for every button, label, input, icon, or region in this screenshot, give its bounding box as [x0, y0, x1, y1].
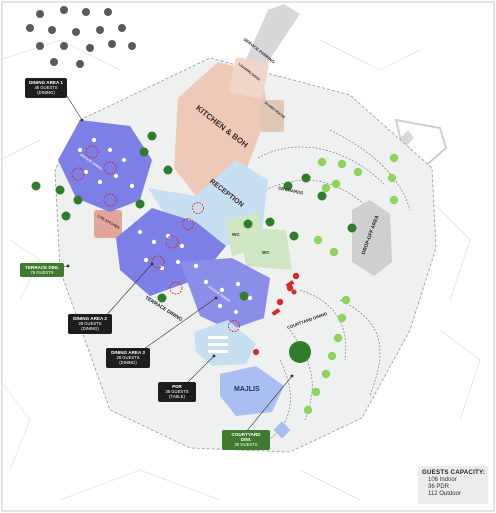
dining-tables: [77, 137, 253, 315]
guest-capacity-title: GUESTS CAPACITY:: [422, 469, 486, 476]
label-wc-2: WC: [262, 250, 270, 255]
callout-dining-area-2-title: DINING AREA 2: [73, 316, 107, 321]
callout-terrace-dining-title: TERRACE DINI.: [25, 265, 59, 270]
callout-dining-area-3-note: (DINING): [119, 360, 137, 366]
callout-dining-area-1-note: (DINING): [37, 90, 55, 96]
callout-courtyard-dining: COURTYARD DINI. 36 GUESTS: [222, 430, 270, 450]
callout-pdr-guests: 36 GUESTS: [165, 389, 189, 395]
guest-capacity-box: GUESTS CAPACITY: 106 Indoor 36 PDR 112 O…: [418, 466, 488, 504]
pdr-tables: [208, 336, 228, 353]
callout-dining-area-2-note: (DINING): [81, 326, 99, 332]
callout-pdr-note: (TABLE): [169, 394, 185, 400]
capacity-line-outdoor: 112 Outdoor: [428, 491, 461, 497]
wc-zone-2: [240, 228, 292, 270]
callout-dining-area-1-title: DINING AREA 1: [29, 80, 63, 85]
callout-dining-area-2: DINING AREA 2 28 GUESTS (DINING): [68, 314, 112, 334]
label-wc-1: WC: [232, 232, 240, 237]
loading-dock-zone: [229, 57, 269, 99]
feature-circles: [71, 145, 240, 332]
callout-dining-area-3: DINING AREA 3 28 GUESTS (DINING): [106, 348, 150, 368]
kitchen-boh-zone: [174, 62, 268, 196]
live-kitchen-zone: [94, 210, 122, 238]
callout-dining-area-3-guests: 28 GUESTS: [116, 355, 140, 361]
trees-light: [303, 153, 399, 415]
dining-area-3-zone: [180, 258, 270, 330]
callout-courtyard-dining-guests: 36 GUESTS: [234, 442, 258, 448]
callout-dining-area-3-title: DINING AREA 3: [111, 350, 145, 355]
callout-terrace-dining: TERRACE DINI. 76 GUESTS: [20, 263, 64, 278]
trees-dark: [31, 131, 357, 363]
callout-pdr-title: PDR: [172, 384, 182, 389]
majlis-zone: [220, 366, 284, 416]
label-majlis: MAJLIS: [234, 386, 260, 393]
callout-dining-area-1-guests: 48 GUESTS: [34, 85, 58, 91]
guard-house-zone: [260, 100, 284, 132]
red-markers: [253, 272, 300, 355]
callout-terrace-dining-guests: 76 GUESTS: [30, 270, 54, 276]
callout-dining-area-1: DINING AREA 1 48 GUESTS (DINING): [25, 78, 67, 98]
existing-trees: [26, 6, 136, 68]
callout-courtyard-dining-title: COURTYARD DINI.: [231, 432, 261, 443]
leader-dots: [66, 118, 294, 378]
capacity-line-indoor: 106 Indoor: [428, 477, 457, 483]
dining-area-1-zone: [58, 120, 152, 212]
callout-pdr: PDR 36 GUESTS (TABLE): [158, 382, 196, 402]
fountain-icon: [273, 421, 291, 439]
drop-off-zone: [352, 200, 392, 276]
callout-dining-area-2-guests: 28 GUESTS: [78, 321, 102, 327]
context-lines: [0, 39, 481, 501]
capacity-line-pdr: 36 PDR: [428, 484, 450, 490]
